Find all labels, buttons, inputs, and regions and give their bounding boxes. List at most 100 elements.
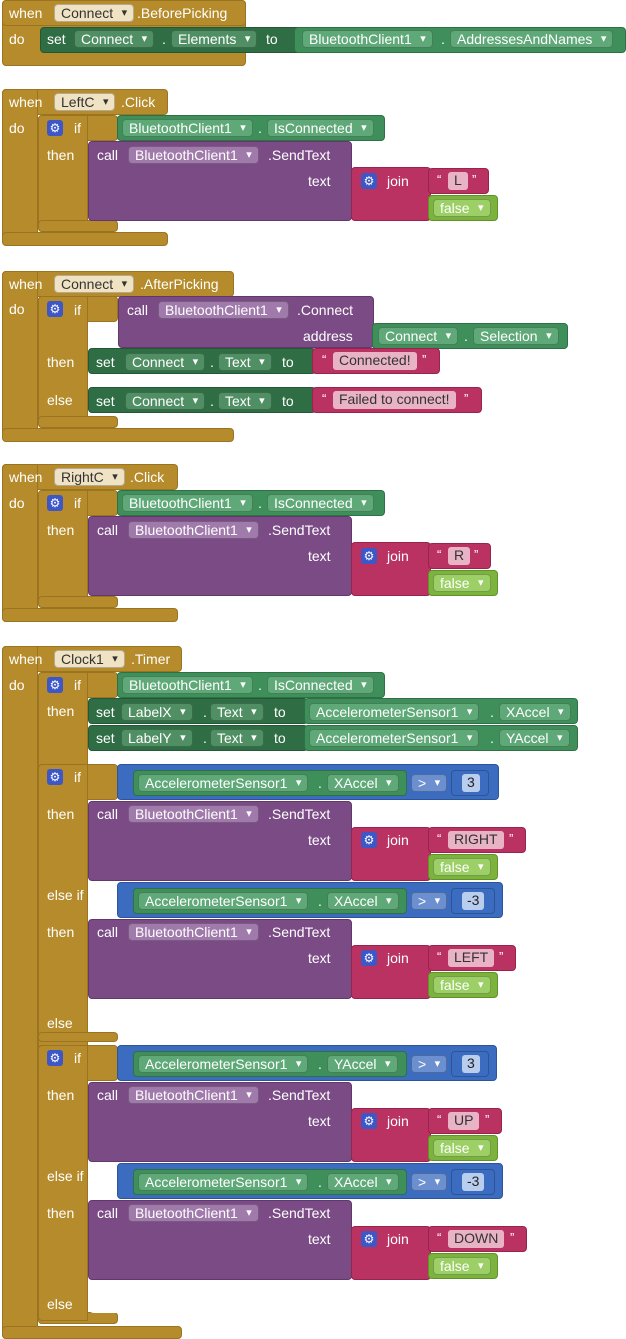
cmp-component-dropdown[interactable]: AccelerometerSensor1 [138, 1173, 309, 1191]
string-value[interactable]: DOWN [448, 1230, 505, 1248]
number-value[interactable]: 3 [462, 1055, 480, 1073]
event-component-dropdown[interactable]: Clock1 [54, 650, 125, 668]
set-property-dropdown[interactable]: Elements [171, 30, 258, 48]
set-component-dropdown[interactable]: Connect [125, 392, 206, 410]
string-value[interactable]: RIGHT [448, 831, 504, 849]
cmp-property-dropdown[interactable]: XAccel [327, 892, 399, 910]
gear-icon[interactable]: ⚙ [361, 950, 377, 966]
set-component-dropdown[interactable]: Connect [125, 353, 206, 371]
event-name: .Timer [131, 651, 171, 667]
src-component-dropdown[interactable]: AccelerometerSensor1 [309, 729, 480, 747]
set-component-dropdown[interactable]: Connect [74, 30, 155, 48]
call-component-dropdown[interactable]: BluetoothClient1 [128, 521, 259, 539]
string-value[interactable]: L [448, 172, 468, 190]
cmp-property-dropdown[interactable]: XAccel [327, 1173, 399, 1191]
gear-icon[interactable]: ⚙ [361, 832, 377, 848]
cmp-component-dropdown[interactable]: AccelerometerSensor1 [138, 774, 309, 792]
empty-else-slot[interactable] [88, 1010, 118, 1032]
kw-call: call [97, 522, 119, 538]
kw-if: if [74, 677, 81, 693]
set-property-dropdown[interactable]: Text [210, 729, 264, 747]
operator-dropdown[interactable]: > [411, 1055, 448, 1073]
event-component-dropdown[interactable]: LeftC [54, 93, 116, 111]
kw-when: when [9, 94, 43, 110]
number-value[interactable]: -3 [462, 1173, 485, 1191]
cmp-property-dropdown[interactable]: YAccel [327, 1055, 398, 1073]
string-value[interactable]: Connected! [333, 352, 417, 370]
cond-component-dropdown[interactable]: BluetoothClient1 [122, 676, 253, 694]
kw-text: text [308, 832, 331, 848]
event-component-dropdown[interactable]: RightC [54, 468, 125, 486]
arg-property-dropdown[interactable]: Selection [473, 327, 559, 345]
string-value[interactable]: UP [448, 1112, 480, 1130]
kw-else-if: else if [47, 1168, 84, 1184]
number-value[interactable]: 3 [462, 774, 480, 792]
if-footer [38, 220, 118, 232]
set-component-dropdown[interactable]: LabelX [121, 703, 193, 721]
gear-icon[interactable]: ⚙ [361, 173, 377, 189]
cond-component-dropdown[interactable]: BluetoothClient1 [122, 119, 253, 137]
cond-property-dropdown[interactable]: IsConnected [267, 676, 374, 694]
string-value[interactable]: Failed to connect! [333, 391, 456, 409]
string-value[interactable]: R [448, 547, 471, 565]
arg-component-dropdown[interactable]: Connect [378, 327, 459, 345]
call-component-dropdown[interactable]: BluetoothClient1 [128, 1204, 259, 1222]
bool-dropdown[interactable]: false [433, 1139, 491, 1157]
if-body-bar [38, 1045, 88, 1321]
call-component-dropdown[interactable]: BluetoothClient1 [128, 805, 259, 823]
call-component-dropdown[interactable]: BluetoothClient1 [128, 146, 259, 164]
gear-icon[interactable]: ⚙ [361, 1231, 377, 1247]
kw-set: set [96, 393, 115, 409]
cmp-component-dropdown[interactable]: AccelerometerSensor1 [138, 892, 309, 910]
get-component-dropdown[interactable]: BluetoothClient1 [302, 30, 433, 48]
cmp-component-dropdown[interactable]: AccelerometerSensor1 [138, 1055, 309, 1073]
kw-then: then [47, 1205, 75, 1221]
set-property-dropdown[interactable]: Text [218, 392, 272, 410]
set-component-dropdown[interactable]: LabelY [121, 729, 193, 747]
gear-icon[interactable]: ⚙ [47, 677, 63, 693]
number-value[interactable]: -3 [462, 892, 485, 910]
gear-icon[interactable]: ⚙ [47, 495, 63, 511]
cond-property-dropdown[interactable]: IsConnected [267, 119, 374, 137]
kw-set: set [47, 31, 66, 47]
kw-else: else [47, 392, 73, 408]
bool-dropdown[interactable]: false [433, 1257, 491, 1275]
src-property-dropdown[interactable]: YAccel [499, 729, 570, 747]
gear-icon[interactable]: ⚙ [47, 120, 63, 136]
gear-icon[interactable]: ⚙ [47, 769, 63, 785]
gear-icon[interactable]: ⚙ [361, 1113, 377, 1129]
dot: . [203, 704, 207, 720]
src-component-dropdown[interactable]: AccelerometerSensor1 [309, 703, 480, 721]
set-property-dropdown[interactable]: Text [210, 703, 264, 721]
operator-dropdown[interactable]: > [411, 1173, 448, 1191]
kw-do: do [9, 31, 25, 47]
cond-component-dropdown[interactable]: BluetoothClient1 [122, 494, 253, 512]
empty-else-slot[interactable] [88, 1291, 118, 1313]
bool-dropdown[interactable]: false [433, 574, 491, 592]
operator-dropdown[interactable]: > [411, 774, 448, 792]
get-property-dropdown[interactable]: AddressesAndNames [450, 30, 614, 48]
call-component-dropdown[interactable]: BluetoothClient1 [158, 301, 289, 319]
gear-icon[interactable]: ⚙ [47, 301, 63, 317]
bool-dropdown[interactable]: false [433, 858, 491, 876]
string-value[interactable]: LEFT [448, 949, 495, 967]
src-property-dropdown[interactable]: XAccel [499, 703, 571, 721]
join-block[interactable] [351, 1226, 431, 1280]
bool-dropdown[interactable]: false [433, 199, 491, 217]
kw-join: join [387, 173, 409, 189]
cond-property-dropdown[interactable]: IsConnected [267, 494, 374, 512]
call-component-dropdown[interactable]: BluetoothClient1 [128, 923, 259, 941]
open-quote-icon: “ [437, 172, 442, 187]
dot: . [318, 893, 322, 909]
event-component-dropdown[interactable]: Connect [54, 275, 135, 293]
event-component-dropdown[interactable]: Connect [54, 4, 135, 22]
gear-icon[interactable]: ⚙ [361, 548, 377, 564]
operator-dropdown[interactable]: > [411, 892, 448, 910]
bool-dropdown[interactable]: false [433, 976, 491, 994]
open-quote-icon: “ [437, 1230, 442, 1245]
call-component-dropdown[interactable]: BluetoothClient1 [128, 1086, 259, 1104]
cmp-property-dropdown[interactable]: XAccel [327, 774, 399, 792]
event-body-bar [2, 464, 38, 622]
set-property-dropdown[interactable]: Text [218, 353, 272, 371]
gear-icon[interactable]: ⚙ [47, 1050, 63, 1066]
